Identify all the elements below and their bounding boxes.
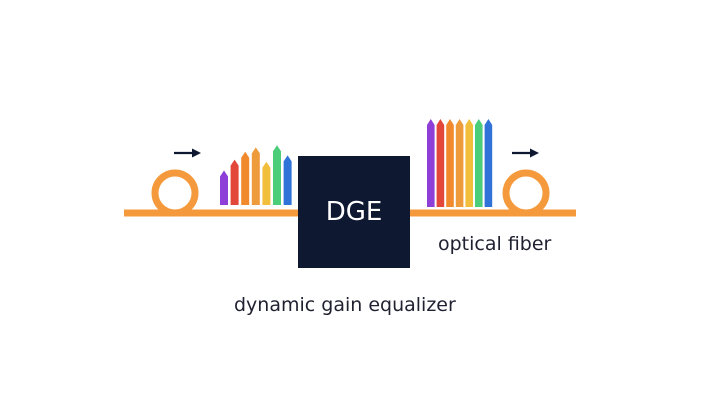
channel-arrow (251, 147, 260, 205)
channel-arrow (283, 155, 292, 205)
right-arrow-icon (174, 148, 201, 158)
channel-arrow (465, 119, 473, 207)
channel-arrow (262, 161, 271, 205)
channel-arrow (446, 119, 454, 207)
channel-arrow (436, 119, 445, 207)
channel-arrow (241, 151, 250, 205)
channel-arrow (484, 119, 493, 207)
channel-arrow (230, 159, 239, 205)
output-spectrum (427, 119, 493, 207)
dge-label: DGE (325, 197, 383, 227)
optical-fiber-label: optical fiber (438, 233, 552, 255)
right-arrow-icon (512, 148, 539, 158)
channel-arrow (220, 170, 228, 205)
channel-arrow (273, 145, 281, 205)
dge-box (298, 156, 410, 268)
fiber-loop-icon (151, 169, 199, 217)
channel-arrow (475, 119, 483, 207)
channel-arrow (455, 119, 464, 207)
dge-caption: dynamic gain equalizer (234, 294, 456, 316)
channel-arrow (427, 119, 435, 207)
fiber-loop-icon (502, 169, 550, 217)
input-spectrum (220, 145, 292, 205)
